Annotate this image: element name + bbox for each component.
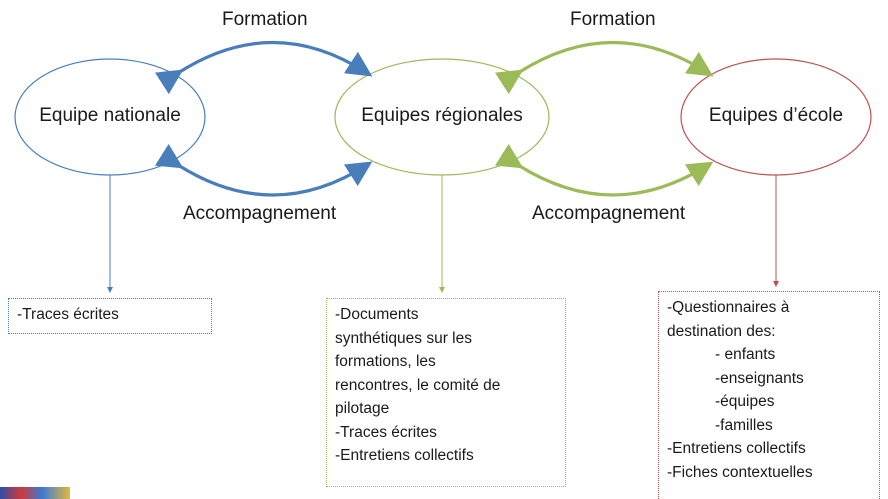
label-accompagnement-left: Accompagnement [183,203,337,224]
box-regional-line: synthétiques sur les [335,329,472,347]
box-school-subitem: -enseignants [715,369,804,387]
arrow-accompagnement-right [494,143,714,197]
label-formation-right: Formation [570,9,656,30]
node-regional-label: Equipes régionales [361,105,523,126]
box-regional-line: rencontres, le comité de [335,376,501,394]
box-national-outputs: -Traces écrites [8,298,212,334]
label-accompagnement-right: Accompagnement [532,203,686,224]
logo-icon [0,487,70,499]
box-regional-line: formations, les [335,353,436,370]
box-national-line: -Traces écrites [17,306,119,323]
box-school-subitem: -équipes [715,393,775,410]
box-regional-line: -Entretiens collectifs [335,447,474,464]
box-school-subitem: - enfants [715,346,776,363]
box-regional-outputs: -Documents synthétiques sur les formatio… [326,298,566,487]
box-school-line: destination des: [667,322,776,340]
node-national-label: Equipe nationale [39,105,181,126]
arrow-accompagnement-left [154,143,373,197]
node-school-label: Equipes d’école [708,105,844,126]
arrow-formation-right [494,41,714,95]
box-school-outputs: -Questionnaires à destination des: - enf… [658,291,880,499]
box-regional-line: -Traces écrites [335,423,437,441]
label-formation-left: Formation [222,9,308,30]
arrow-formation-left [154,41,373,95]
box-school-subitem: -familles [715,416,773,434]
box-regional-line: pilotage [335,400,390,417]
box-regional-line: -Documents [335,306,419,323]
box-school-line: -Entretiens collectifs [667,440,806,457]
box-school-line: -Questionnaires à [667,299,790,316]
box-school-line: -Fiches contextuelles [667,463,813,481]
